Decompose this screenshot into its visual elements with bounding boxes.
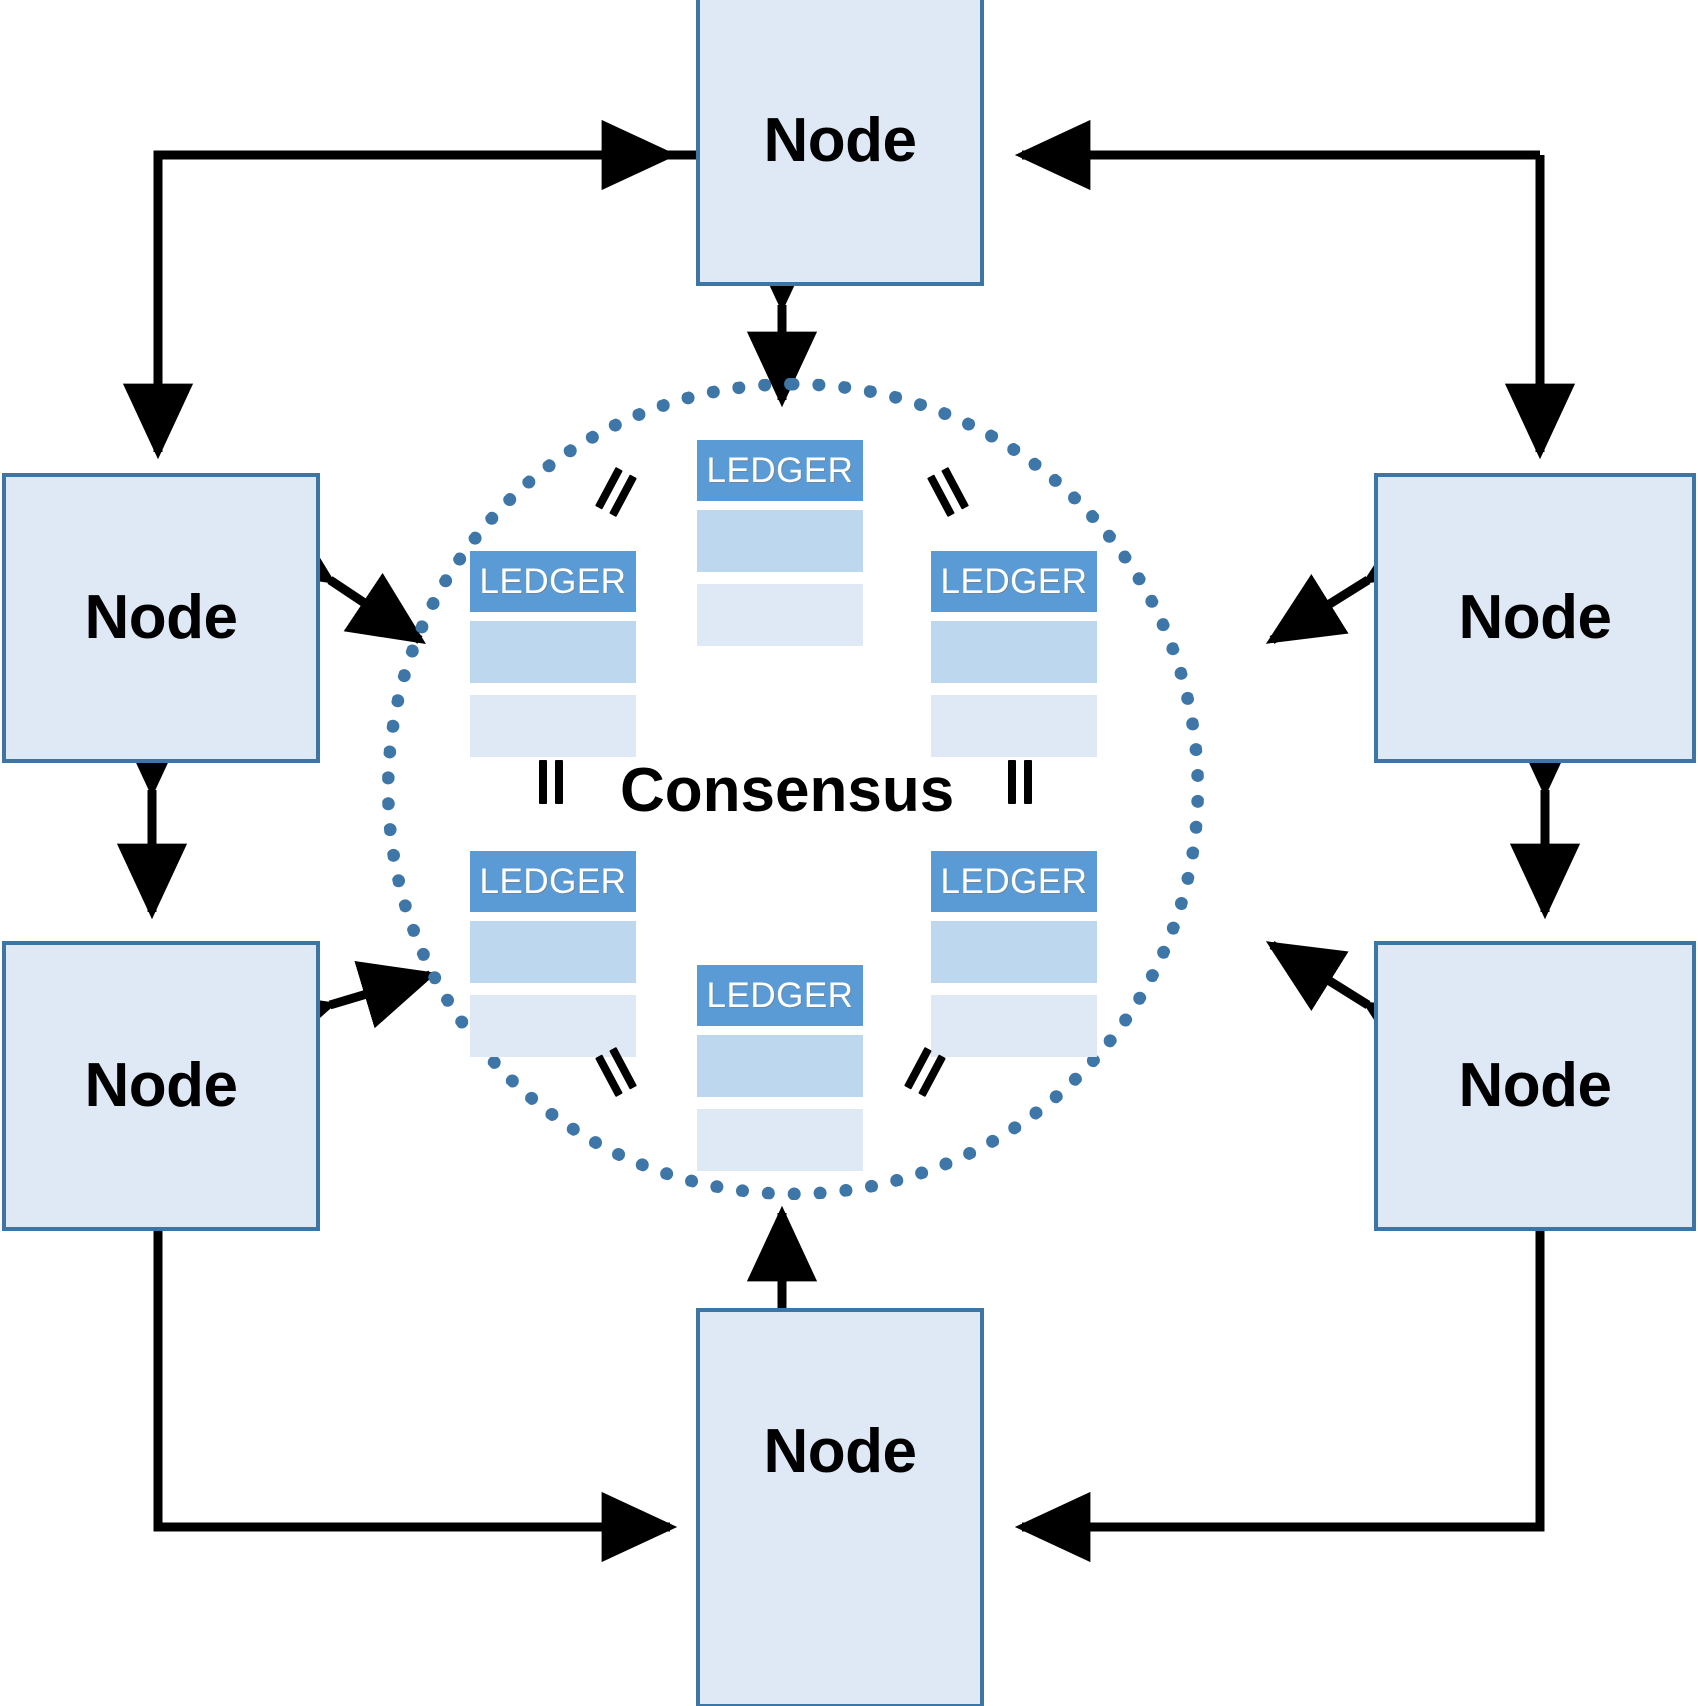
equals-mark-mid-right: [1000, 760, 1040, 804]
ledger-lower-left-row-1: [470, 921, 636, 983]
ledger-bottom: LEDGER: [697, 965, 863, 1171]
node-left-lower-label: Node: [84, 1051, 239, 1120]
connector-bottomleft: [153, 1222, 678, 1563]
ledger-bottom-row-1: [697, 1035, 863, 1097]
ledger-lower-right: LEDGER: [931, 851, 1097, 1057]
ledger-upper-left-header: LEDGER: [470, 551, 636, 612]
ledger-upper-right-row-1: [931, 621, 1097, 683]
ledger-upper-right-row-2: [931, 695, 1097, 757]
ledger-top-header: LEDGER: [697, 440, 863, 501]
node-right-upper[interactable]: Node: [1374, 473, 1696, 763]
ledger-upper-right: LEDGER: [931, 551, 1097, 757]
connector-bottomright: [1014, 1222, 1545, 1563]
consensus-label: Consensus: [620, 756, 955, 825]
equals-mark-mid-left: [531, 760, 571, 804]
ledger-upper-left-row-1: [470, 621, 636, 683]
node-left-upper-label: Node: [84, 583, 239, 652]
connector-leftupper-to-circle: [253, 512, 426, 644]
ledger-lower-right-row-1: [931, 921, 1097, 983]
ledger-lower-right-header: LEDGER: [931, 851, 1097, 912]
ledger-top-row-1: [697, 510, 863, 572]
ledger-lower-left-row-2: [470, 995, 636, 1057]
ledger-upper-right-header: LEDGER: [931, 551, 1097, 612]
ledger-lower-left-header: LEDGER: [470, 851, 636, 912]
node-top-label: Node: [763, 106, 918, 175]
connector-leftlower-to-circle: [254, 961, 437, 1059]
node-top[interactable]: Node: [696, 0, 984, 286]
node-right-upper-label: Node: [1458, 583, 1613, 652]
ledger-bottom-header: LEDGER: [697, 965, 863, 1026]
ledger-upper-left-row-2: [470, 695, 636, 757]
node-bottom[interactable]: Node: [696, 1308, 984, 1706]
node-left-upper[interactable]: Node: [2, 473, 320, 763]
connector-rightupper-to-circle: [1265, 513, 1445, 644]
ledger-top: LEDGER: [697, 440, 863, 646]
connector-rightlower-to-circle: [1265, 941, 1445, 1072]
ledger-lower-right-row-2: [931, 995, 1097, 1057]
node-right-lower[interactable]: Node: [1374, 941, 1696, 1231]
node-bottom-label: Node: [763, 1417, 918, 1486]
ledger-lower-left: LEDGER: [470, 851, 636, 1057]
node-right-lower-label: Node: [1458, 1051, 1613, 1120]
ledger-bottom-row-2: [697, 1109, 863, 1171]
ledger-upper-left: LEDGER: [470, 551, 636, 757]
connector-topleft: [122, 150, 696, 460]
node-left-lower[interactable]: Node: [2, 941, 320, 1231]
ledger-top-row-2: [697, 584, 863, 646]
